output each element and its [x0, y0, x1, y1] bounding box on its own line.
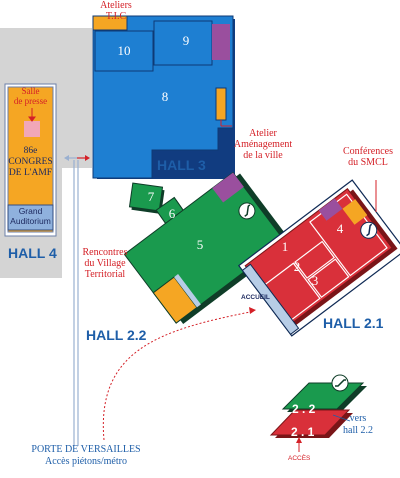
- vers-line1: vers: [349, 413, 367, 424]
- arrow-to-hall4-head: [64, 155, 69, 161]
- hall-4-label: HALL 4: [8, 245, 57, 261]
- stand-6-label: 6: [168, 206, 176, 221]
- stand-4-label: 4: [336, 221, 344, 236]
- hall-3[interactable]: [92, 15, 235, 179]
- grey-floor-top: [62, 28, 92, 168]
- rencontres-line2: du Village: [84, 258, 126, 269]
- legend: [269, 374, 367, 452]
- legend-escalator-mark: [335, 379, 346, 387]
- hall-3-label: HALL 3: [157, 157, 206, 173]
- salle-de-presse-label: Salle de presse: [8, 86, 53, 107]
- accueil-label: ACCUEIL: [241, 294, 270, 301]
- hall-2-1[interactable]: [237, 179, 400, 337]
- hall-2-2-stair: [174, 274, 201, 308]
- hall-2-2-label: HALL 2.2: [86, 327, 147, 343]
- arrow-to-hall3-head: [85, 155, 90, 161]
- ateliers-label-line2: T.I.C: [105, 11, 127, 22]
- ateliers-tic-room[interactable]: [92, 15, 128, 31]
- salle-de-presse-arrow: [28, 108, 36, 122]
- stand-2-label: 2: [293, 259, 301, 274]
- accueil-room[interactable]: [241, 263, 300, 335]
- grand-auditorium[interactable]: [7, 204, 54, 231]
- legend-vers-leader: [332, 414, 351, 422]
- stand-10-label: 10: [117, 43, 131, 58]
- congres-line3: DE L'AMF: [8, 167, 53, 178]
- rencontres-line3: Territorial: [84, 269, 126, 280]
- legend-21-label: 2 . 1: [291, 425, 315, 439]
- salle-line1: Salle: [21, 86, 40, 96]
- congres-label: 86e CONGRES DE L'AMF: [8, 146, 53, 179]
- stand-3-label: 3: [311, 273, 319, 288]
- atelier-am-line3: de la ville: [243, 150, 283, 161]
- vers-hall-22-label: vers hall 2.2: [330, 413, 386, 436]
- hall-4[interactable]: [4, 83, 57, 237]
- purple-room-hall22: [212, 172, 244, 203]
- rencontres-label: Rencontres du Village Territorial: [75, 247, 135, 280]
- ateliers-label-line1: Ateliers: [100, 0, 132, 11]
- grand-line2: Auditorium: [10, 215, 51, 226]
- hall-2-1-label: HALL 2.1: [323, 315, 384, 331]
- stand-5-label: 5: [196, 237, 204, 252]
- stand-2[interactable]: [294, 240, 336, 279]
- grand-line1: Grand: [18, 206, 43, 216]
- porte-line1: PORTE DE VERSAILLES: [31, 444, 141, 455]
- acces-label: ACCÈS: [288, 455, 311, 462]
- purple-room-hall3: [212, 24, 230, 60]
- ateliers-label: Ateliers T.I.C: [96, 0, 136, 22]
- atelier-am-line2: Aménagement: [233, 139, 293, 150]
- stand-7[interactable]: [128, 182, 164, 212]
- conf-line1: Conférences: [343, 146, 393, 157]
- salle-de-presse-box: [24, 121, 40, 137]
- escalator-icon-mark: [244, 204, 251, 217]
- red-path-arrow: [249, 307, 256, 314]
- porte-de-versailles-label: PORTE DE VERSAILLES Accès piétons/métro: [24, 444, 148, 467]
- atelier-am-line1: Atelier: [249, 128, 277, 139]
- escalator-icon-2-mark: [366, 223, 373, 237]
- rencontres-line1: Rencontres: [82, 247, 128, 258]
- conf-line2: du SMCL: [348, 157, 388, 168]
- stand-1-label: 1: [281, 239, 289, 254]
- stand-8-label: 8: [161, 89, 169, 104]
- hall-2-2[interactable]: [123, 170, 292, 328]
- atelier-amenagement-room[interactable]: [215, 87, 227, 121]
- grand-auditorium-label: Grand Auditorium: [8, 206, 53, 227]
- legend-acces-arrow: [296, 437, 302, 443]
- legend-22-label: 2 . 2: [292, 402, 316, 416]
- porte-line2: Accès piétons/métro: [45, 455, 127, 467]
- vers-line2: hall 2.2: [343, 424, 373, 436]
- conferences-smcl-label: Conférences du SMCL: [338, 146, 398, 168]
- atelier-amenagement-label: Atelier Aménagement de la ville: [226, 128, 300, 161]
- smcl-room[interactable]: [342, 199, 368, 225]
- stand-10[interactable]: [94, 30, 154, 72]
- salle-line2: de presse: [13, 95, 48, 106]
- congres-line2: CONGRES: [8, 156, 53, 167]
- purple-room-hall21: [318, 198, 343, 221]
- congres-line1: 86e: [23, 146, 38, 156]
- stand-9-label: 9: [182, 33, 190, 48]
- legend-red: [269, 409, 351, 436]
- stand-7-label: 7: [147, 189, 155, 204]
- stand-3[interactable]: [307, 258, 350, 299]
